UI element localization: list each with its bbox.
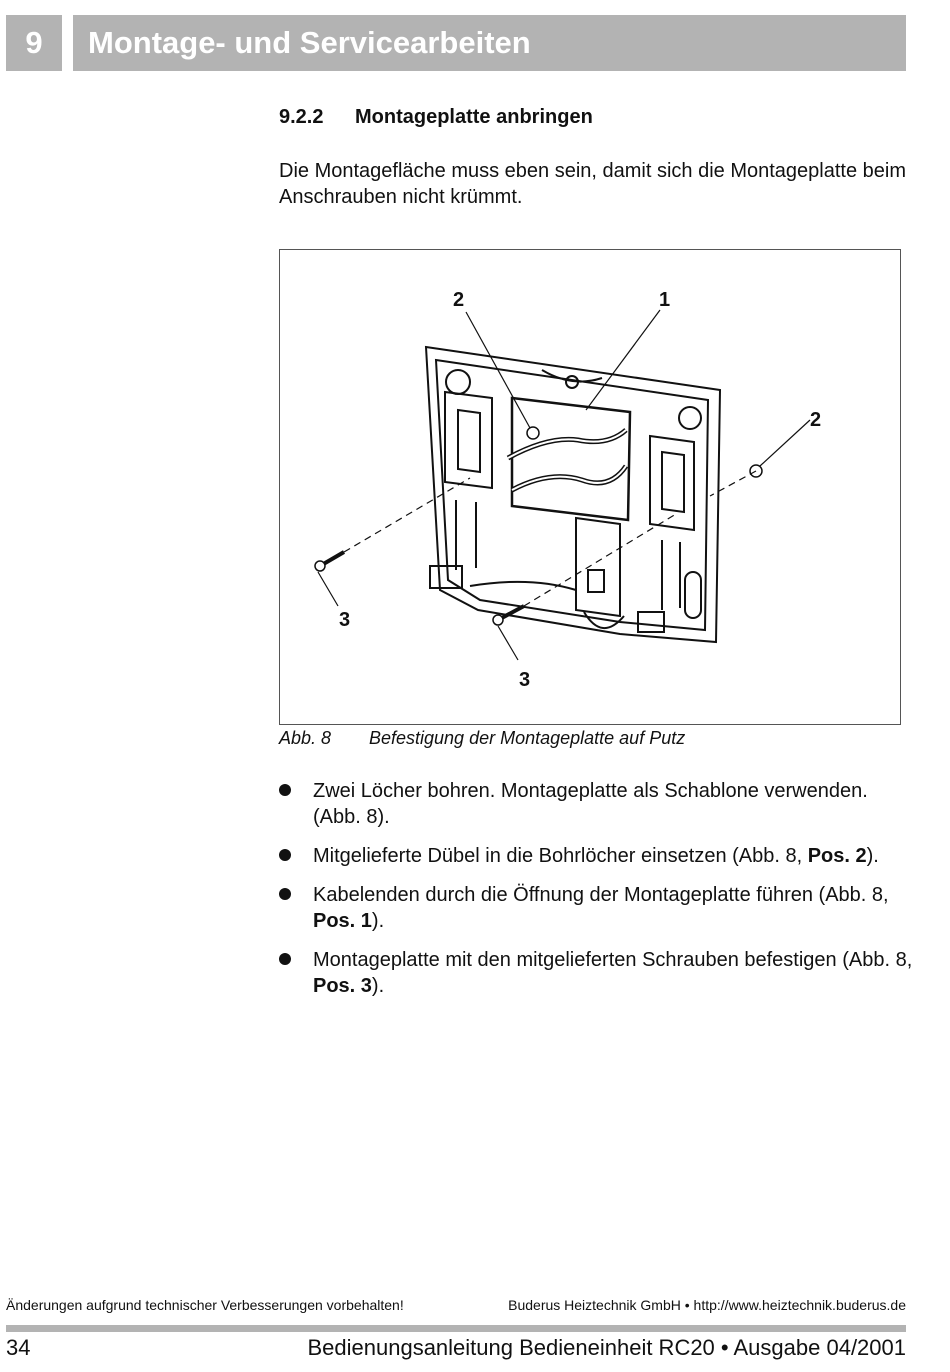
left-keyhole	[445, 369, 471, 395]
chapter-number: 9	[6, 15, 62, 71]
figure-caption: Abb. 8 Befestigung der Montageplatte auf …	[279, 728, 685, 749]
right-slot	[684, 571, 702, 619]
caption-text: Befestigung der Montageplatte auf Putz	[369, 728, 686, 748]
plate-inner-rim	[434, 358, 710, 632]
callout-3-bottom: 3	[519, 669, 530, 691]
intro-paragraph: Die Montagefläche muss eben sein, damit …	[279, 160, 907, 208]
callout-2-top: 2	[453, 289, 464, 311]
terminal-block	[575, 516, 621, 618]
bottom-left-connector	[429, 565, 463, 589]
right-keyhole	[678, 406, 702, 430]
section-heading: 9.2.2 Montageplatte anbringen	[279, 106, 593, 129]
figure-mounting-plate: 2 1 2 3 3	[279, 249, 901, 725]
footer-company: Buderus Heiztechnik GmbH • http://www.he…	[508, 1297, 906, 1313]
dowel-inner	[526, 426, 540, 440]
list-item: Kabelenden durch die Öffnung der Montage…	[279, 882, 919, 934]
instruction-list: Zwei Löcher bohren. Montageplatte als Sc…	[279, 778, 919, 1012]
bottom-right-connector	[637, 611, 665, 633]
callout-3-left: 3	[339, 609, 350, 631]
plate-top-hole	[565, 375, 579, 389]
screw-left	[314, 560, 326, 572]
list-item: Montageplatte mit den mitgelieferten Sch…	[279, 947, 919, 999]
list-item: Zwei Löcher bohren. Montageplatte als Sc…	[279, 778, 919, 830]
bullet-icon	[279, 784, 291, 796]
bullet-icon	[279, 888, 291, 900]
caption-label: Abb. 8	[279, 728, 332, 748]
callout-1: 1	[659, 289, 670, 311]
mounting-plate-illustration: 2 1 2 3 3	[314, 289, 821, 691]
footer-note: Änderungen aufgrund technischer Verbesse…	[6, 1297, 404, 1313]
bullet-icon	[279, 953, 291, 965]
bullet-icon	[279, 849, 291, 861]
cable-opening	[510, 396, 632, 522]
left-clip	[444, 390, 493, 490]
screw-bottom	[492, 614, 504, 626]
page-number: 34	[6, 1335, 31, 1360]
footer-rule	[6, 1325, 906, 1332]
callout-2-right: 2	[810, 409, 821, 431]
chapter-title: Montage- und Servicearbeiten	[73, 15, 906, 71]
section-number: 9.2.2	[279, 106, 324, 128]
section-title: Montageplatte anbringen	[355, 106, 593, 128]
document-title: Bedienungsanleitung Bedieneinheit RC20 •…	[307, 1335, 906, 1360]
list-item: Mitgelieferte Dübel in die Bohrlöcher ei…	[279, 843, 919, 869]
